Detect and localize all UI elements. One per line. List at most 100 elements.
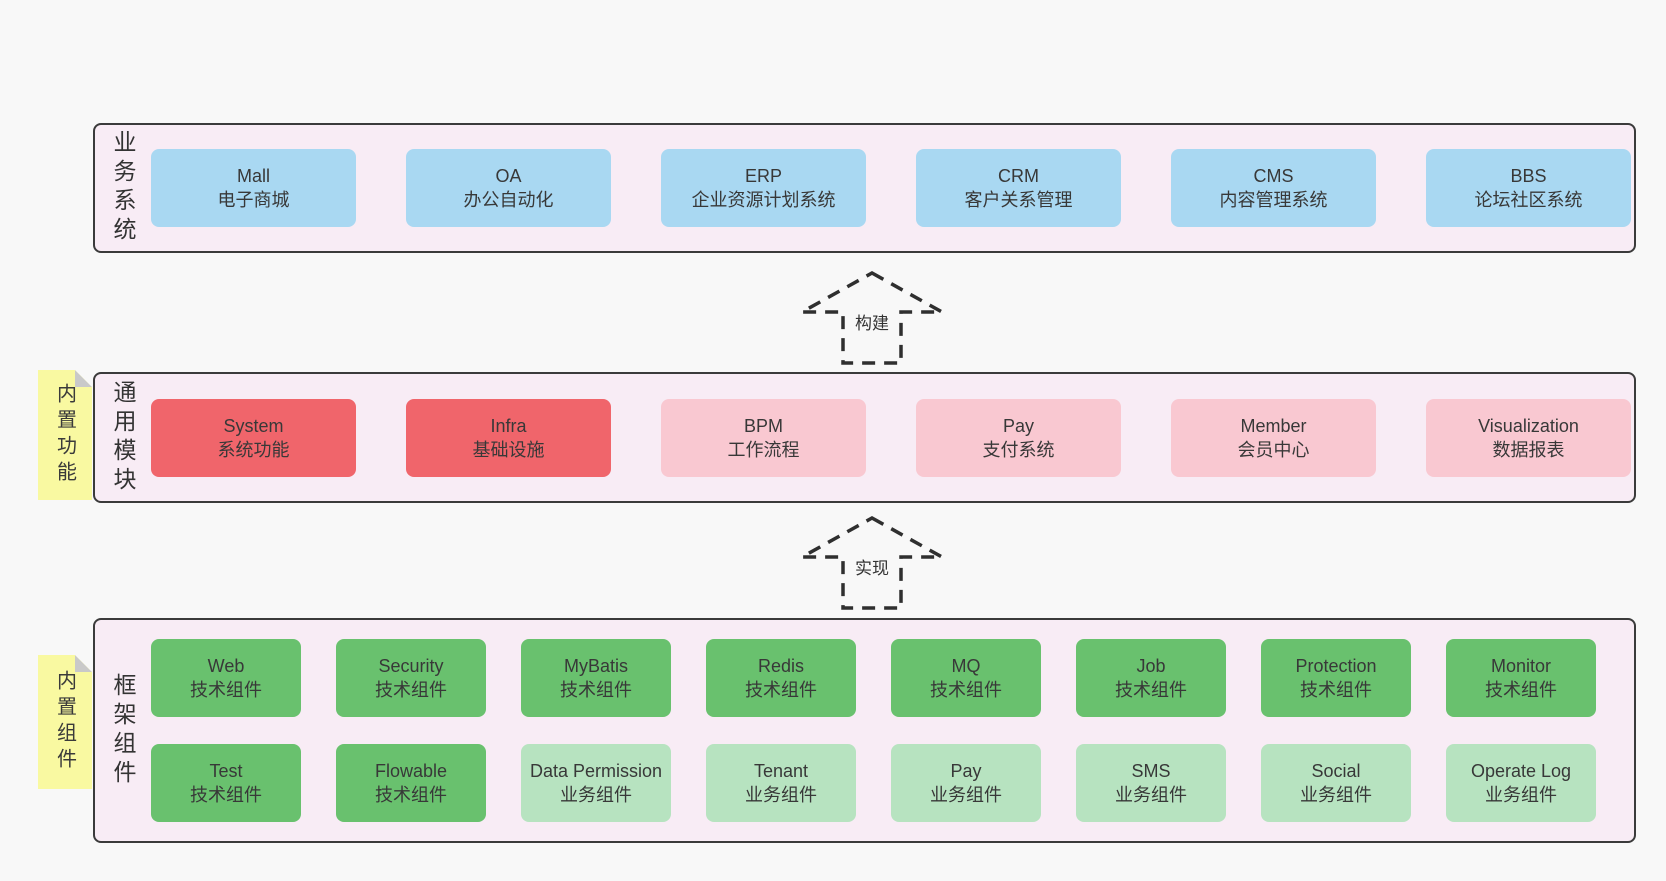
arrow-up-outline bbox=[798, 270, 946, 365]
box-subtitle: 技术组件 bbox=[930, 680, 1002, 700]
box-web: Web 技术组件 bbox=[151, 639, 301, 717]
sticky-note-builtin-features: 内置功能 bbox=[38, 370, 92, 500]
box-system: System 系统功能 bbox=[151, 398, 356, 477]
box-title: Flowable bbox=[374, 761, 448, 781]
box-title: Data Permission bbox=[529, 761, 663, 781]
arrow-label-background bbox=[848, 552, 896, 582]
box-subtitle: 会员中心 bbox=[1237, 439, 1310, 460]
box-subtitle: 业务组件 bbox=[745, 785, 817, 805]
box-title: Tenant bbox=[753, 761, 809, 781]
box-subtitle: 工作流程 bbox=[727, 439, 800, 460]
box-title: Pay bbox=[1002, 415, 1035, 436]
box-visualization: Visualization 数据报表 bbox=[1426, 398, 1631, 477]
box-title: Mall bbox=[236, 166, 270, 186]
box-title: SMS bbox=[1131, 761, 1171, 781]
box-title: MQ bbox=[951, 656, 981, 676]
box-title: ERP bbox=[744, 166, 782, 186]
framework-component-boxes: Web 技术组件 Security 技术组件 MyBatis 技术组件 Redi… bbox=[151, 639, 1634, 822]
box-subtitle: 业务组件 bbox=[930, 785, 1002, 805]
box-title: Monitor bbox=[1490, 656, 1552, 676]
box-redis: Redis 技术组件 bbox=[706, 639, 856, 717]
box-subtitle: 技术组件 bbox=[375, 785, 447, 805]
box-title: Social bbox=[1311, 761, 1361, 781]
box-subtitle: 客户关系管理 bbox=[964, 190, 1073, 210]
box-subtitle: 技术组件 bbox=[375, 680, 447, 700]
box-subtitle: 企业资源计划系统 bbox=[691, 190, 836, 210]
box-title: Operate Log bbox=[1470, 761, 1572, 781]
arrow-label-background bbox=[848, 307, 896, 337]
box-subtitle: 技术组件 bbox=[190, 785, 262, 805]
box-subtitle: 业务组件 bbox=[560, 785, 632, 805]
box-subtitle: 系统功能 bbox=[217, 439, 290, 460]
box-title: MyBatis bbox=[563, 656, 628, 676]
box-title: Member bbox=[1240, 415, 1307, 436]
box-job: Job 技术组件 bbox=[1076, 639, 1226, 717]
box-operate-log: Operate Log 业务组件 bbox=[1446, 744, 1596, 822]
framework-row-2: Test 技术组件 Flowable 技术组件 Data Permission … bbox=[151, 744, 1634, 822]
box-security: Security 技术组件 bbox=[336, 639, 486, 717]
box-crm: CRM 客户关系管理 bbox=[916, 149, 1121, 227]
box-erp: ERP 企业资源计划系统 bbox=[661, 149, 866, 227]
box-subtitle: 电子商城 bbox=[217, 190, 290, 210]
box-oa: OA 办公自动化 bbox=[406, 149, 611, 227]
arrow-build: 构建 bbox=[798, 270, 946, 365]
panel-label-framework-components: 框架组件 bbox=[110, 672, 136, 789]
box-title: CMS bbox=[1253, 166, 1294, 186]
box-infra: Infra 基础设施 bbox=[406, 398, 611, 477]
box-title: OA bbox=[495, 166, 522, 186]
box-subtitle: 技术组件 bbox=[1115, 680, 1187, 700]
box-tenant: Tenant 业务组件 bbox=[706, 744, 856, 822]
box-title: Security bbox=[378, 656, 444, 676]
box-title: Visualization bbox=[1478, 415, 1579, 436]
box-subtitle: 内容管理系统 bbox=[1219, 190, 1328, 210]
arrow-build-label: 构建 bbox=[855, 314, 889, 333]
box-pay-component: Pay 业务组件 bbox=[891, 744, 1041, 822]
box-pay-module: Pay 支付系统 bbox=[916, 398, 1121, 477]
box-cms: CMS 内容管理系统 bbox=[1171, 149, 1376, 227]
box-subtitle: 基础设施 bbox=[472, 439, 545, 460]
box-title: Redis bbox=[757, 656, 805, 676]
arrow-implement: 实现 bbox=[798, 515, 946, 610]
box-bpm: BPM 工作流程 bbox=[661, 398, 866, 477]
note-fold-corner bbox=[75, 655, 92, 672]
box-subtitle: 业务组件 bbox=[1115, 785, 1187, 805]
box-title: Pay bbox=[950, 761, 982, 781]
sticky-note-label: 内置功能 bbox=[53, 383, 76, 487]
box-subtitle: 支付系统 bbox=[982, 439, 1055, 460]
box-subtitle: 业务组件 bbox=[1485, 785, 1557, 805]
box-title: CRM bbox=[998, 166, 1039, 186]
box-title: BPM bbox=[743, 415, 783, 436]
panel-label-business-systems: 业务系统 bbox=[110, 130, 136, 246]
box-bbs: BBS 论坛社区系统 bbox=[1426, 149, 1631, 227]
arrow-implement-label: 实现 bbox=[855, 559, 889, 578]
box-social: Social 业务组件 bbox=[1261, 744, 1411, 822]
box-subtitle: 技术组件 bbox=[560, 680, 632, 700]
box-subtitle: 技术组件 bbox=[190, 680, 262, 700]
box-protection: Protection 技术组件 bbox=[1261, 639, 1411, 717]
box-title: System bbox=[223, 415, 284, 436]
box-monitor: Monitor 技术组件 bbox=[1446, 639, 1596, 717]
box-data-permission: Data Permission 业务组件 bbox=[521, 744, 671, 822]
box-title: BBS bbox=[1510, 166, 1547, 186]
box-mall: Mall 电子商城 bbox=[151, 149, 356, 227]
box-title: Protection bbox=[1295, 656, 1377, 676]
panel-label-common-modules: 通用模块 bbox=[110, 379, 136, 496]
business-system-boxes: Mall 电子商城 OA 办公自动化 ERP 企业资源计划系统 CRM 客户关系… bbox=[151, 149, 1637, 227]
box-sms: SMS 业务组件 bbox=[1076, 744, 1226, 822]
box-title: Web bbox=[207, 656, 245, 676]
box-flowable: Flowable 技术组件 bbox=[336, 744, 486, 822]
box-member: Member 会员中心 bbox=[1171, 398, 1376, 477]
box-subtitle: 业务组件 bbox=[1300, 785, 1372, 805]
panel-business-systems: 业务系统 Mall 电子商城 OA 办公自动化 ERP 企业资源计划系统 CRM… bbox=[93, 123, 1636, 253]
note-fold-corner bbox=[75, 370, 92, 387]
box-title: Infra bbox=[490, 415, 527, 436]
panel-framework-components: 框架组件 Web 技术组件 Security 技术组件 MyBatis 技术组件… bbox=[93, 618, 1636, 843]
box-mq: MQ 技术组件 bbox=[891, 639, 1041, 717]
box-subtitle: 数据报表 bbox=[1492, 439, 1565, 460]
common-module-boxes: System 系统功能 Infra 基础设施 BPM 工作流程 Pay 支付系统… bbox=[151, 398, 1637, 477]
box-title: Job bbox=[1136, 656, 1166, 676]
box-subtitle: 办公自动化 bbox=[463, 190, 554, 210]
box-test: Test 技术组件 bbox=[151, 744, 301, 822]
arrow-up-outline bbox=[798, 515, 946, 610]
sticky-note-label: 内置组件 bbox=[53, 670, 76, 774]
